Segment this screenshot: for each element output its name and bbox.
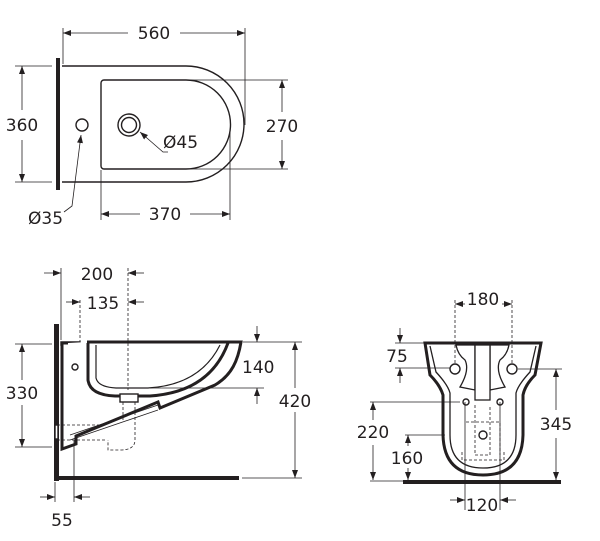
dim-bowl-depth: 140 [242, 358, 274, 378]
fixing-hole-left [449, 363, 461, 375]
dim-waste-spacing: 120 [466, 496, 498, 516]
dim-fixing-spacing: 180 [467, 290, 499, 310]
top-view: 560 360 270 370 Ø45 Ø35 [6, 24, 298, 229]
fixing-hole-right [506, 363, 518, 375]
dim-rim-height: 420 [279, 392, 311, 412]
floor-line [54, 476, 239, 480]
drain-inner [120, 116, 138, 134]
dim-drain-diameter: Ø45 [163, 133, 198, 153]
drain-fitting [119, 393, 139, 403]
dim-tap-diameter: Ø35 [28, 209, 63, 229]
dim-fixing-height-front: 345 [540, 415, 572, 435]
bowl-outline-top [100, 79, 232, 170]
dim-fixing-to-axis: 200 [81, 265, 113, 285]
waste-fixing-left [462, 398, 470, 406]
dim-inner-width: 270 [266, 117, 298, 137]
front-view: 180 75 345 220 160 120 [357, 290, 572, 516]
dim-wall-offset: 55 [51, 511, 73, 531]
dim-waste-height: 220 [357, 423, 389, 443]
wall-line [54, 324, 59, 481]
dim-width: 360 [6, 116, 38, 136]
floor-line [403, 480, 561, 484]
tap-hole [75, 118, 89, 132]
supply-inlet [478, 430, 488, 440]
dim-fixing-below-rim: 75 [386, 347, 408, 367]
dim-fixing-height: 330 [6, 384, 38, 404]
dim-length: 560 [138, 24, 170, 44]
tap-hole-side [71, 363, 79, 371]
dim-inlet-to-axis: 135 [87, 294, 119, 314]
side-view: 200 135 140 420 330 55 [6, 265, 311, 531]
dim-supply-height: 160 [391, 449, 423, 469]
dim-inner-length: 370 [149, 205, 181, 225]
wall-line [56, 58, 60, 190]
